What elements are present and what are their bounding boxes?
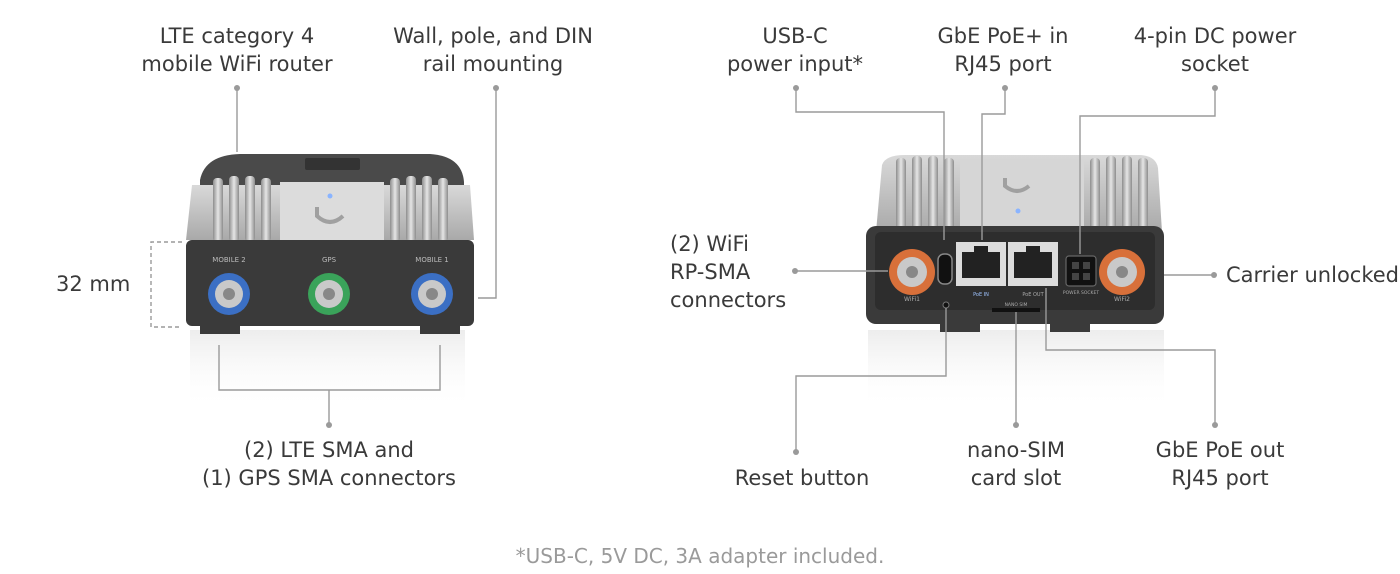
port-label-poe-out: PoE OUT (1022, 292, 1044, 298)
label-usb-c: USB-C power input* (727, 22, 863, 78)
label-poe-out: GbE PoE out RJ45 port (1156, 436, 1285, 492)
label-wifi-connectors: (2) WiFi RP-SMA connectors (670, 230, 786, 314)
right-device: WiFi1 PoE IN PoE OUT POWER SOCKET WiFi2 … (866, 155, 1164, 410)
rj45-port-poe-in (956, 242, 1006, 286)
nano-sim-slot (992, 308, 1040, 312)
dc-power-socket (1066, 256, 1096, 286)
port-label-mobile1: MOBILE 1 (415, 256, 448, 264)
port-label-power-socket: POWER SOCKET (1063, 290, 1099, 296)
label-nano-sim: nano-SIM card slot (967, 436, 1065, 492)
label-height: 32 mm (56, 270, 130, 298)
port-label-mobile2: MOBILE 2 (212, 256, 245, 264)
left-device: MOBILE 2 GPS MOBILE 1 (186, 154, 474, 410)
footnote: *USB-C, 5V DC, 3A adapter included. (0, 544, 1400, 568)
label-lte-router: LTE category 4 mobile WiFi router (141, 22, 332, 78)
label-reset-button: Reset button (735, 464, 870, 492)
port-label-wifi1: WiFi1 (904, 296, 920, 303)
label-carrier-unlocked: Carrier unlocked (1226, 261, 1399, 289)
wifi-connector-1 (889, 249, 935, 295)
lte-connector-1 (208, 273, 250, 315)
label-lte-gps-connectors: (2) LTE SMA and (1) GPS SMA connectors (202, 436, 456, 492)
label-dc-power: 4-pin DC power socket (1134, 22, 1297, 78)
rj45-port-poe-out (1008, 242, 1058, 286)
port-label-gps: GPS (322, 256, 337, 264)
label-poe-in: GbE PoE+ in RJ45 port (938, 22, 1069, 78)
reset-button (943, 302, 949, 308)
lte-connector-2 (411, 273, 453, 315)
gps-connector (308, 273, 350, 315)
usb-c-port (938, 254, 952, 284)
port-label-poe-in: PoE IN (973, 292, 989, 298)
label-mounting: Wall, pole, and DIN rail mounting (393, 22, 593, 78)
port-label-nano-sim: NANO SIM (1005, 302, 1028, 308)
wifi-connector-2 (1099, 249, 1145, 295)
port-label-wifi2: WiFi2 (1114, 296, 1130, 303)
